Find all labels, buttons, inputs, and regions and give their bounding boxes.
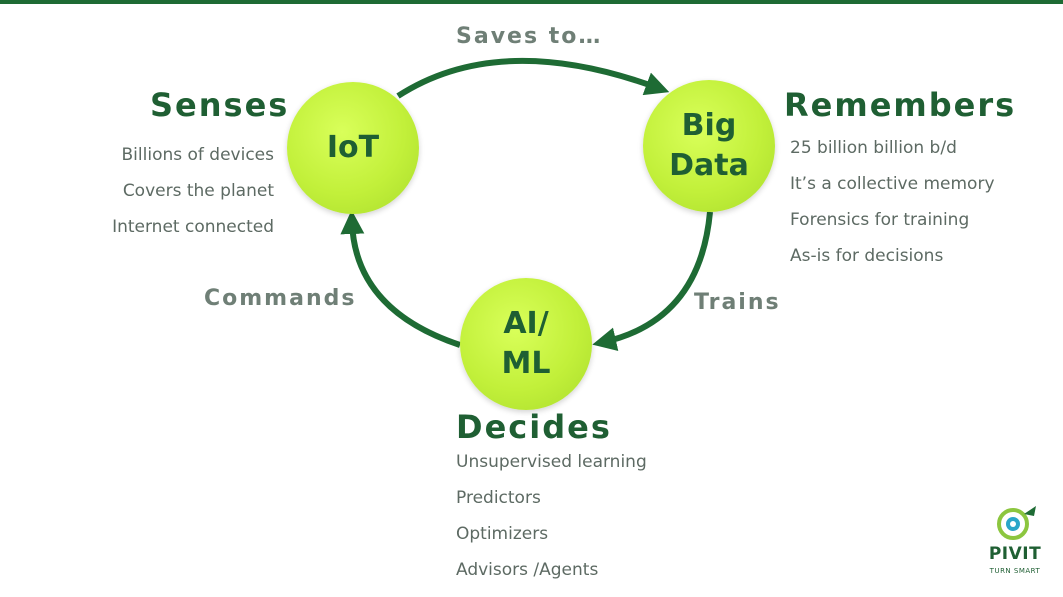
list-item: It’s a collective memory [790, 174, 995, 194]
list-item: Advisors /Agents [456, 560, 599, 580]
node-iot-label: IoT [326, 130, 380, 165]
arrow-aiml-to-iot [340, 210, 461, 348]
pivit-logo: PIVIT TURN SMART [980, 504, 1050, 584]
list-item: Covers the planet [122, 181, 274, 201]
logo-tagline: TURN SMART [989, 567, 1041, 575]
top-accent-bar [0, 0, 1063, 4]
edge-label-trains: Trains [694, 290, 781, 315]
pivit-logo-icon [997, 506, 1036, 540]
list-item: Predictors [456, 488, 541, 508]
node-iot: IoT [287, 82, 419, 214]
node-big-data-line2: Data [669, 148, 749, 183]
list-item: 25 billion billion b/d [790, 138, 957, 158]
list-item: Unsupervised learning [456, 452, 647, 472]
list-item: Internet connected [112, 217, 274, 237]
node-ai-ml-line1: AI/ [503, 306, 549, 341]
heading-decides: Decides [456, 408, 612, 446]
list-item: As-is for decisions [790, 246, 944, 266]
decides-list: Unsupervised learning Predictors Optimiz… [456, 444, 647, 588]
list-item: Forensics for training [790, 210, 970, 230]
arrow-bigdata-to-aiml [592, 211, 713, 352]
node-ai-ml-line2: ML [501, 346, 551, 381]
heading-senses: Senses [150, 86, 290, 124]
node-ai-ml: AI/ ML [460, 278, 592, 410]
node-big-data-line1: Big [681, 108, 737, 143]
logo-wordmark: PIVIT [988, 544, 1042, 564]
edge-label-commands: Commands [204, 286, 357, 311]
remembers-list: 25 billion billion b/d It’s a collective… [790, 130, 995, 274]
list-item: Billions of devices [121, 145, 274, 165]
senses-list: Billions of devices Covers the planet In… [112, 137, 274, 245]
list-item: Optimizers [456, 524, 549, 544]
heading-remembers: Remembers [784, 86, 1017, 124]
arrow-iot-to-bigdata [396, 57, 670, 99]
edge-label-saves-to: Saves to… [456, 24, 603, 49]
node-big-data: Big Data [643, 80, 775, 212]
